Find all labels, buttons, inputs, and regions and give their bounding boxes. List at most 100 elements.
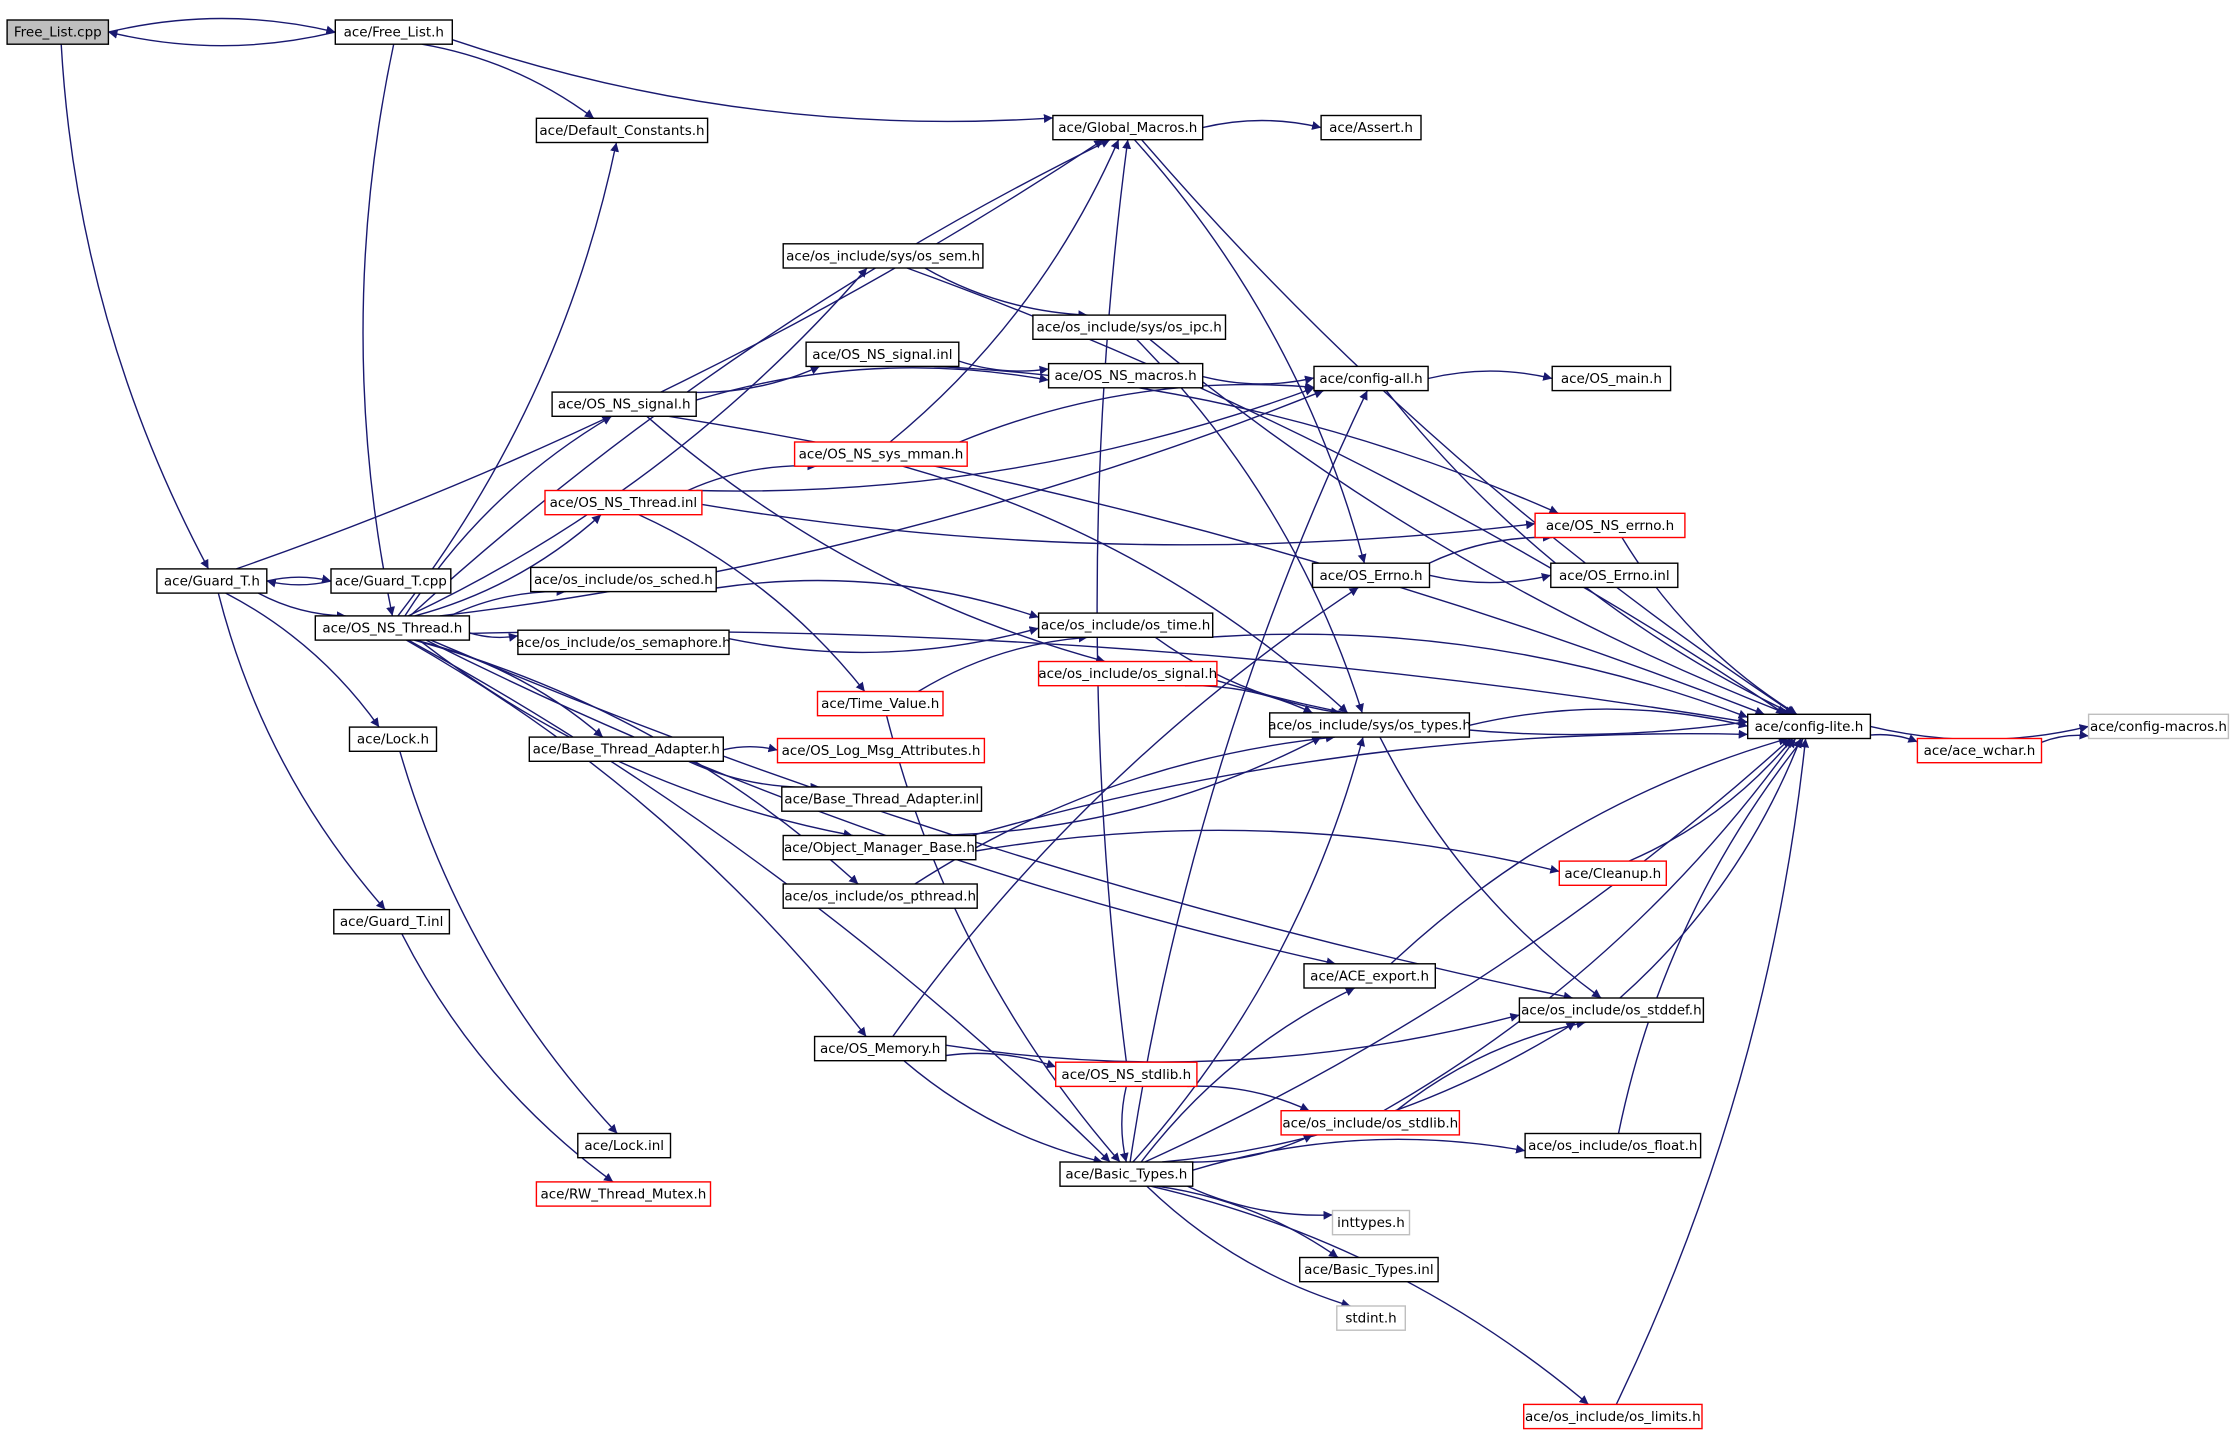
node-label: ace/Basic_Types.inl xyxy=(1304,1262,1433,1278)
node-free-list-h[interactable]: ace/Free_List.h xyxy=(334,19,453,45)
node-os-errno-h[interactable]: ace/OS_Errno.h xyxy=(1311,562,1431,589)
edge-basic_types_h-to-stdint_h xyxy=(1146,1185,1351,1308)
node-os-pthread-h[interactable]: ace/os_include/os_pthread.h xyxy=(782,883,978,909)
node-label: ace/OS_Log_Msg_Attributes.h xyxy=(782,743,981,759)
node-label: inttypes.h xyxy=(1337,1215,1405,1231)
node-os-semaphore-h[interactable]: ace/os_include/os_semaphore.h xyxy=(516,629,731,656)
edge-config_all_h-to-os_main_h xyxy=(1427,370,1553,381)
node-object-manager-base-h[interactable]: ace/Object_Manager_Base.h xyxy=(782,834,977,861)
node-os-ipc-h[interactable]: ace/os_include/sys/os_ipc.h xyxy=(1032,314,1227,341)
node-box xyxy=(535,117,709,144)
node-os-signal-h[interactable]: ace/os_include/os_signal.h xyxy=(1037,660,1218,687)
node-os-log-msg-attributes-h[interactable]: ace/OS_Log_Msg_Attributes.h xyxy=(776,737,986,764)
node-box xyxy=(1524,1132,1702,1159)
node-basic-types-h[interactable]: ace/Basic_Types.h xyxy=(1059,1161,1194,1187)
node-stdint-h[interactable]: stdint.h xyxy=(1336,1305,1407,1331)
edge-basic_types_h-to-basic_types_inl xyxy=(1157,1185,1339,1259)
node-box xyxy=(1047,362,1204,389)
edge-os_ns_signal_inl-to-os_ns_errno_h xyxy=(933,365,1559,514)
node-box xyxy=(1320,114,1422,141)
edge-object_manager_base_h-to-config_lite_h xyxy=(972,729,1748,837)
node-os-ns-thread-h[interactable]: ace/OS_NS_Thread.h xyxy=(314,615,471,641)
edge-os_ns_thread_h-to-basic_types_h xyxy=(408,639,1111,1163)
node-lock-h[interactable]: ace/Lock.h xyxy=(348,726,438,752)
node-os-ns-signal-inl[interactable]: ace/OS_NS_signal.inl xyxy=(805,341,960,368)
node-label: ace/OS_NS_Thread.inl xyxy=(550,495,697,511)
edge-os_ns_stdlib_h-to-global_macros_h xyxy=(1096,139,1132,1063)
edge-free_list_h-to-global_macros_h xyxy=(452,39,1053,123)
node-rw-thread-mutex-h[interactable]: ace/RW_Thread_Mutex.h xyxy=(535,1181,712,1207)
node-os-main-h[interactable]: ace/OS_main.h xyxy=(1551,365,1672,392)
edge-basic_types_h-to-config_lite_h xyxy=(1144,737,1791,1163)
node-box xyxy=(1311,562,1431,589)
edge-os_sem_h-to-os_ipc_h xyxy=(924,267,1088,320)
node-os-memory-h[interactable]: ace/OS_Memory.h xyxy=(813,1035,947,1062)
edge-os_ns_signal_h-to-os_ns_signal_inl xyxy=(686,365,820,394)
node-os-errno-inl[interactable]: ace/OS_Errno.inl xyxy=(1550,562,1679,589)
node-label: ace/os_include/os_pthread.h xyxy=(784,889,976,905)
node-config-all-h[interactable]: ace/config-all.h xyxy=(1313,365,1429,392)
edge-basic_types_h-to-inttypes_h xyxy=(1187,1185,1333,1220)
edge-config_all_h-to-config_lite_h xyxy=(1385,390,1795,715)
node-box xyxy=(782,883,978,909)
node-box xyxy=(781,786,983,812)
node-label: ace/os_include/os_limits.h xyxy=(1525,1409,1701,1425)
node-os-ns-errno-h[interactable]: ace/OS_NS_errno.h xyxy=(1534,512,1686,539)
node-box xyxy=(1534,512,1686,539)
edge-os_types_h-to-config_lite_h xyxy=(1469,708,1748,729)
node-time-value-h[interactable]: ace/Time_Value.h xyxy=(816,690,944,717)
node-os-ns-sys-mman-h[interactable]: ace/OS_NS_sys_mman.h xyxy=(793,441,968,467)
edge-os_ns_thread_h-to-ace_export_h xyxy=(426,639,1336,967)
edge-os_ns_stdlib_h-to-os_stdlib_h xyxy=(1187,1085,1310,1112)
node-ace-export-h[interactable]: ace/ACE_export.h xyxy=(1303,963,1437,989)
node-os-ns-thread-inl[interactable]: ace/OS_NS_Thread.inl xyxy=(544,489,703,516)
node-guard-t-inl[interactable]: ace/Guard_T.inl xyxy=(333,908,451,935)
node-guard-t-h[interactable]: ace/Guard_T.h xyxy=(156,568,268,594)
node-os-ns-stdlib-h[interactable]: ace/OS_NS_stdlib.h xyxy=(1054,1061,1198,1088)
edge-os_stddef_h-to-config_lite_h xyxy=(1619,738,1802,999)
edge-lock_h-to-lock_inl xyxy=(399,751,618,1134)
node-guard-t-cpp[interactable]: ace/Guard_T.cpp xyxy=(330,568,452,594)
node-basic-types-inl[interactable]: ace/Basic_Types.inl xyxy=(1298,1256,1439,1283)
edge-free_list_h-to-os_ns_thread_h xyxy=(362,44,395,617)
node-label: ace/OS_Memory.h xyxy=(820,1041,940,1057)
node-ace-wchar-h[interactable]: ace/ace_wchar.h xyxy=(1916,737,2043,764)
node-config-lite-h[interactable]: ace/config-lite.h xyxy=(1746,713,1872,740)
node-os-ns-signal-h[interactable]: ace/OS_NS_signal.h xyxy=(551,391,697,418)
node-box xyxy=(1522,1403,1703,1430)
edge-basic_types_h-to-os_stdlib_h xyxy=(1183,1134,1314,1163)
node-box xyxy=(314,615,471,641)
node-base-thread-adapter-inl[interactable]: ace/Base_Thread_Adapter.inl xyxy=(781,786,983,812)
node-os-time-h[interactable]: ace/os_include/os_time.h xyxy=(1037,612,1214,638)
node-assert-h[interactable]: ace/Assert.h xyxy=(1320,114,1422,141)
node-box xyxy=(1052,114,1204,141)
node-os-sched-h[interactable]: ace/os_include/os_sched.h xyxy=(530,566,717,593)
node-cleanup-h[interactable]: ace/Cleanup.h xyxy=(1558,860,1668,886)
node-lock-inl[interactable]: ace/Lock.inl xyxy=(577,1132,672,1159)
node-free-list-cpp[interactable]: Free_List.cpp xyxy=(6,19,110,45)
node-box xyxy=(1037,612,1214,638)
node-label: ace/Guard_T.cpp xyxy=(335,574,447,590)
node-label: ace/ace_wchar.h xyxy=(1924,743,2036,759)
node-os-stdlib-h[interactable]: ace/os_include/os_stdlib.h xyxy=(1280,1109,1461,1136)
node-label: ace/os_include/os_stddef.h xyxy=(1521,1003,1701,1019)
edge-global_macros_h-to-assert_h xyxy=(1202,119,1322,130)
node-os-float-h[interactable]: ace/os_include/os_float.h xyxy=(1524,1132,1702,1159)
node-os-sem-h[interactable]: ace/os_include/sys/os_sem.h xyxy=(782,243,984,269)
node-os-types-h[interactable]: ace/os_include/sys/os_types.h xyxy=(1268,712,1471,738)
edge-os_ns_sys_mman_h-to-global_macros_h xyxy=(889,139,1120,443)
node-config-macros-h[interactable]: ace/config-macros.h xyxy=(2087,713,2230,740)
node-label: ace/config-macros.h xyxy=(2090,719,2227,735)
node-os-ns-macros-h[interactable]: ace/OS_NS_macros.h xyxy=(1047,362,1204,389)
node-label: ace/Assert.h xyxy=(1329,120,1413,136)
node-inttypes-h[interactable]: inttypes.h xyxy=(1331,1209,1411,1236)
node-global-macros-h[interactable]: ace/Global_Macros.h xyxy=(1052,114,1204,141)
node-os-limits-h[interactable]: ace/os_include/os_limits.h xyxy=(1522,1403,1703,1430)
node-base-thread-adapter-h[interactable]: ace/Base_Thread_Adapter.h xyxy=(528,736,724,762)
node-box xyxy=(330,568,452,594)
node-default-constants-h[interactable]: ace/Default_Constants.h xyxy=(535,117,709,144)
node-box xyxy=(544,489,703,516)
edge-os_memory_h-to-os_errno_h xyxy=(892,586,1359,1037)
node-os-stddef-h[interactable]: ace/os_include/os_stddef.h xyxy=(1518,997,1705,1023)
edge-free_list_h-to-free_list_cpp xyxy=(108,29,336,47)
